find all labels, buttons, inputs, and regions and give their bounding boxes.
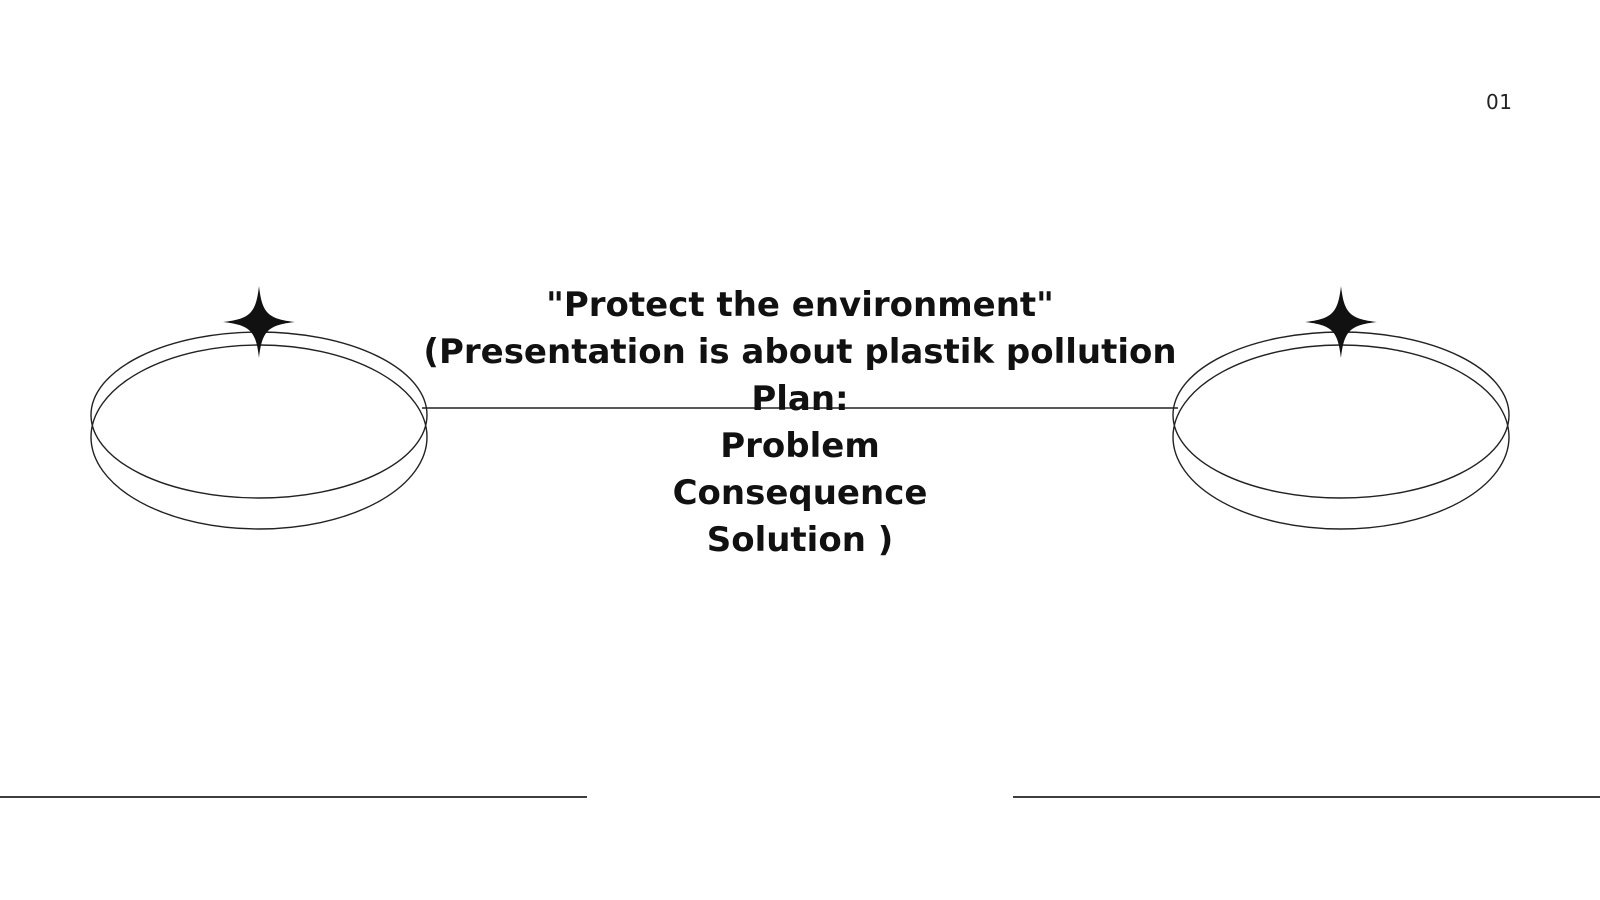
right-ring <box>1172 286 1510 530</box>
title-block: "Protect the environment" (Presentation … <box>400 282 1200 564</box>
page-number: 01 <box>1486 90 1513 114</box>
subtitle-line: (Presentation is about plastik pollution <box>423 332 1177 372</box>
plan-item-consequence: Consequence <box>672 473 928 513</box>
plan-heading: Plan: <box>751 379 849 419</box>
sparkle-star-icon <box>223 286 295 358</box>
title-line: "Protect the environment" <box>546 285 1054 325</box>
sparkle-star-icon <box>1305 286 1377 358</box>
left-ring <box>90 286 428 530</box>
plan-item-solution: Solution ) <box>706 520 894 560</box>
plan-item-problem: Problem <box>720 426 880 466</box>
